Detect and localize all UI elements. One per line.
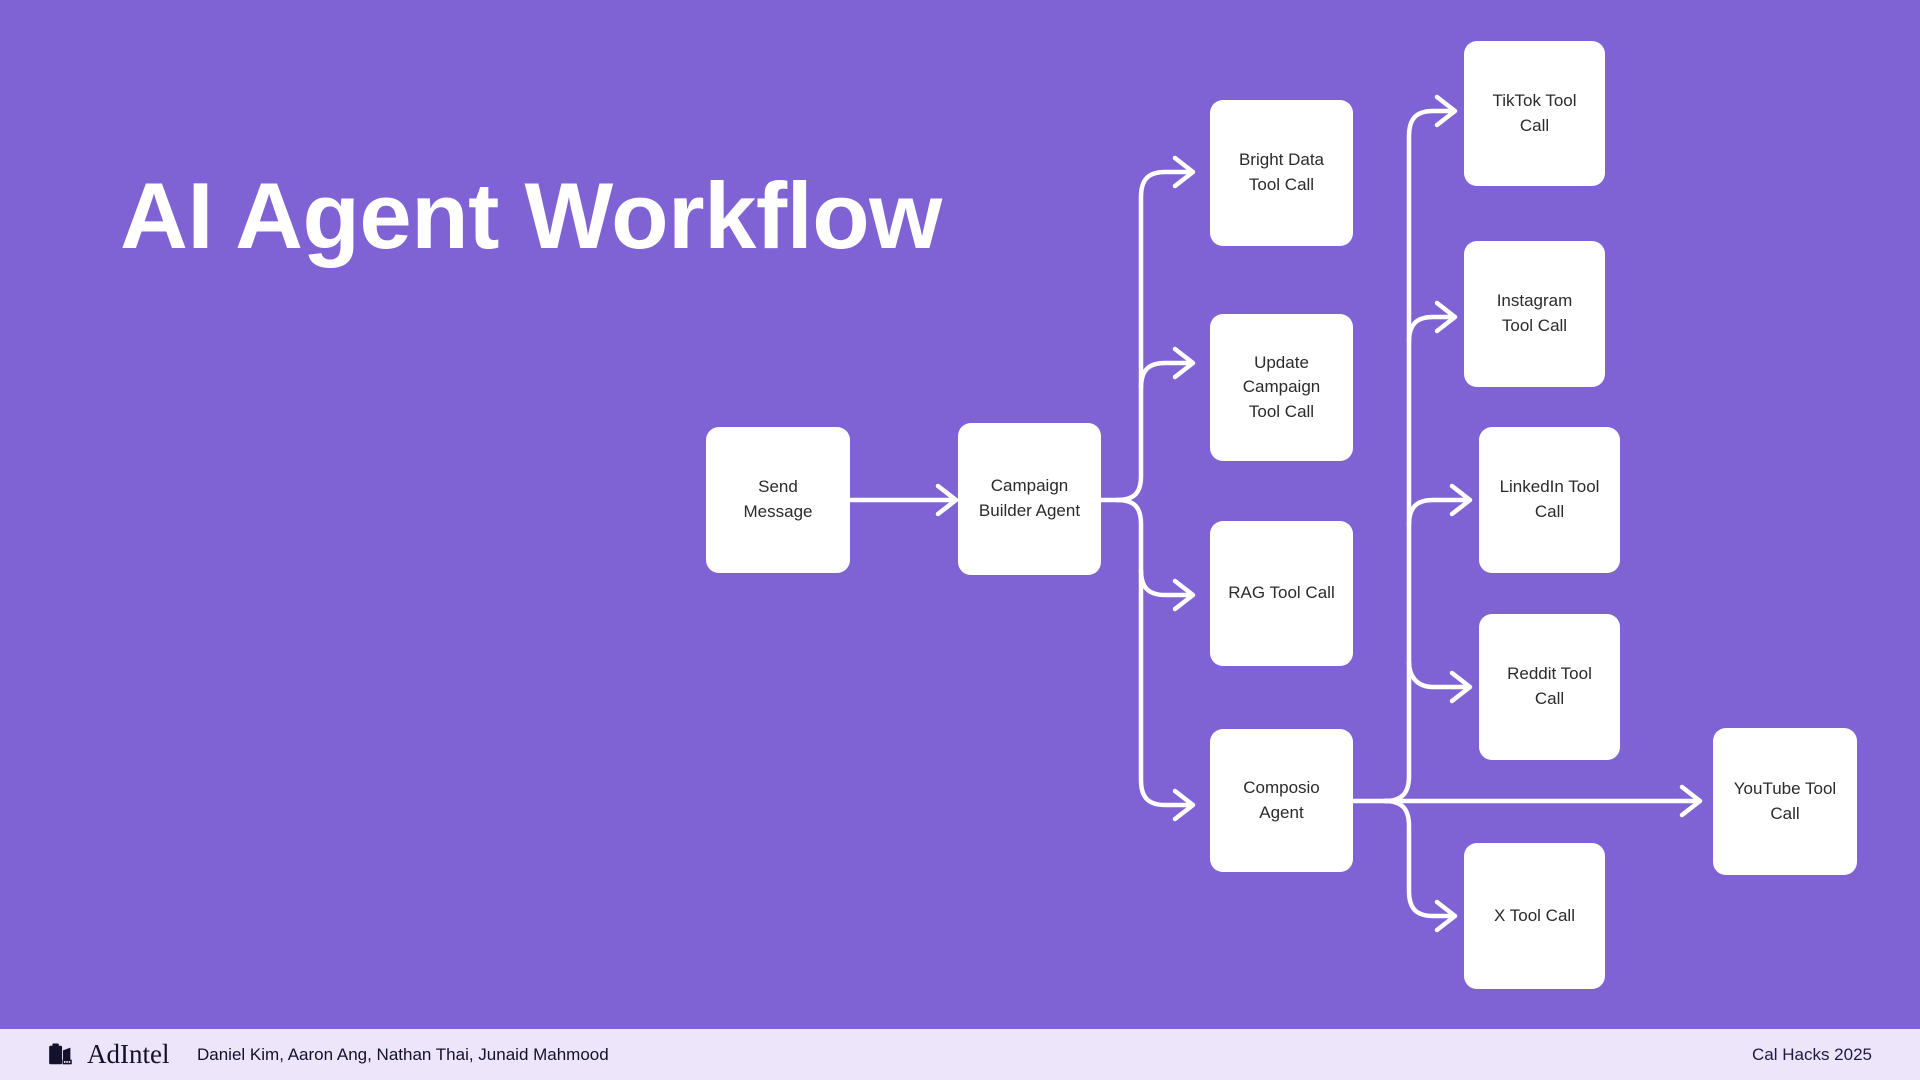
film-camera-icon <box>49 1042 72 1064</box>
edge-composio-to-reddit <box>1406 659 1473 704</box>
flow-connectors <box>847 94 1703 933</box>
edge-composio-to-x <box>1434 899 1458 933</box>
edge-campaign-builder-to-bright-data <box>1172 155 1196 189</box>
node-label: Composio Agent <box>1243 777 1320 822</box>
footer-bar: AdIntel Daniel Kim, Aaron Ang, Nathan Th… <box>0 1029 1920 1080</box>
node-label: Instagram Tool Call <box>1496 291 1573 335</box>
node-label: YouTube Tool Call <box>1733 778 1837 823</box>
node-send-message[interactable]: Send Message <box>706 427 850 573</box>
node-composio-agent[interactable]: Composio Agent <box>1210 729 1353 872</box>
node-instagram-tool-call[interactable]: Instagram Tool Call <box>1464 241 1605 387</box>
edge-composio-to-linkedin <box>1406 483 1473 528</box>
node-label: Reddit Tool Call <box>1507 664 1592 708</box>
node-reddit-tool-call[interactable]: Reddit Tool Call <box>1479 614 1620 760</box>
footer-event-name: Cal Hacks 2025 <box>1751 1044 1872 1064</box>
brand-name: AdIntel <box>87 1039 170 1069</box>
edge-campaign-builder-to-rag <box>1138 567 1196 612</box>
node-label: Update Campaign Tool Call <box>1242 352 1321 421</box>
node-x-tool-call[interactable]: X Tool Call <box>1464 843 1605 989</box>
node-campaign-builder-agent[interactable]: Campaign Builder Agent <box>958 423 1101 575</box>
node-label: RAG Tool Call <box>1228 583 1335 603</box>
edge-campaign-builder-trunk <box>1098 169 1192 808</box>
edge-send-message-to-campaign-builder <box>847 483 959 517</box>
edge-composio-to-tiktok <box>1434 94 1458 128</box>
edge-campaign-builder-to-update-campaign <box>1138 346 1196 391</box>
page-title: AI Agent Workflow <box>120 162 942 268</box>
node-youtube-tool-call[interactable]: YouTube Tool Call <box>1713 728 1857 875</box>
edge-composio-trunk <box>1350 108 1703 919</box>
footer-authors: Daniel Kim, Aaron Ang, Nathan Thai, Juna… <box>197 1044 609 1064</box>
node-label: Send Message <box>743 477 813 521</box>
node-linkedin-tool-call[interactable]: LinkedIn Tool Call <box>1479 427 1620 573</box>
node-label: X Tool Call <box>1494 905 1575 925</box>
node-label: Bright Data Tool Call <box>1238 150 1325 194</box>
edge-composio-to-instagram <box>1406 300 1458 345</box>
node-tiktok-tool-call[interactable]: TikTok Tool Call <box>1464 41 1605 186</box>
node-label: Campaign Builder Agent <box>978 476 1081 520</box>
node-bright-data-tool-call[interactable]: Bright Data Tool Call <box>1210 100 1353 246</box>
node-label: TikTok Tool Call <box>1492 90 1577 135</box>
edge-campaign-builder-to-composio <box>1172 788 1196 822</box>
node-rag-tool-call[interactable]: RAG Tool Call <box>1210 521 1353 666</box>
brand-logo: AdIntel <box>48 1041 169 1068</box>
node-update-campaign-tool-call[interactable]: Update Campaign Tool Call <box>1210 314 1353 461</box>
node-label: LinkedIn Tool Call <box>1499 477 1600 521</box>
